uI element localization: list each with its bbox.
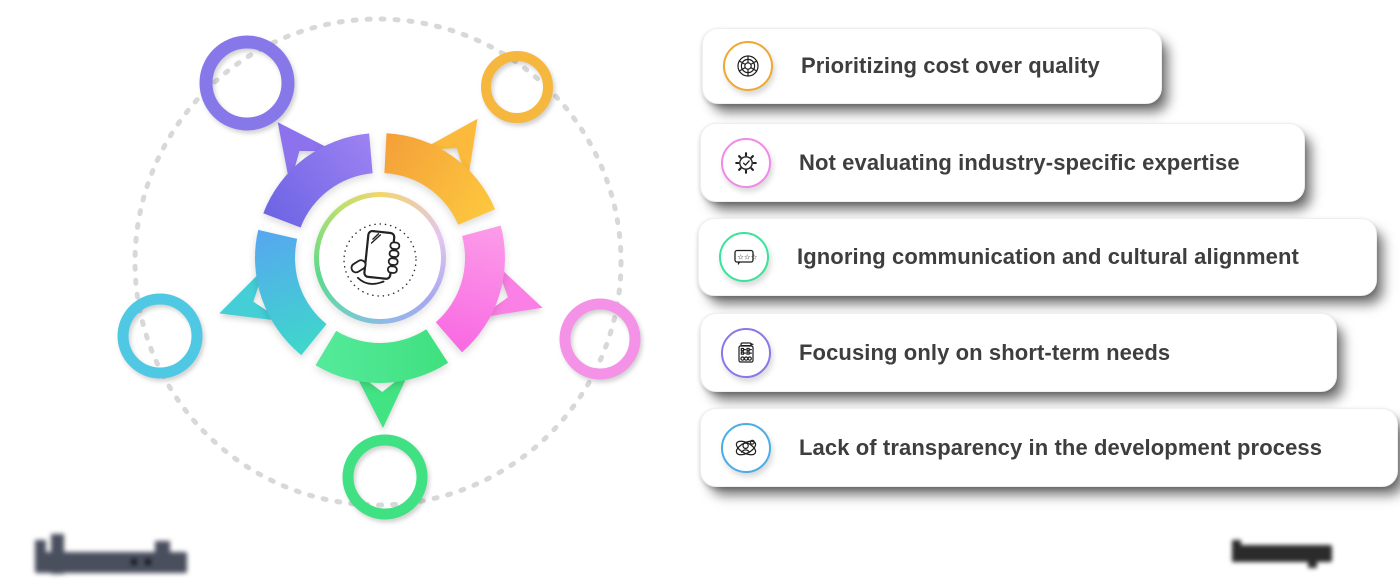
- cycle-diagram-svg: [117, 16, 641, 520]
- card-label: Prioritizing cost over quality: [801, 53, 1100, 78]
- mistake-card-4: Focusing only on short-term needs: [700, 313, 1337, 392]
- person-orbit-icon: [721, 422, 771, 473]
- gear-check-icon: [721, 137, 771, 188]
- diagram-center-circle: [319, 197, 441, 319]
- arrow-bottom: [353, 370, 410, 428]
- segment-bottom: [315, 329, 449, 384]
- satellite-ring-yellow: [481, 51, 553, 123]
- mistake-card-2: Not evaluating industry-specific experti…: [700, 123, 1305, 202]
- card-label: Ignoring communication and cultural alig…: [797, 244, 1299, 269]
- mistake-card-1: Prioritizing cost over quality: [702, 28, 1162, 104]
- card-label: Focusing only on short-term needs: [799, 339, 1171, 365]
- satellite-ring-pink: [559, 298, 641, 380]
- arrow-right: [479, 264, 543, 318]
- card-label: Not evaluating industry-specific experti…: [799, 149, 1240, 175]
- mistake-card-5: Lack of transparency in the development …: [700, 408, 1398, 487]
- mistake-card-3: ☆☆☆ Ignoring communication and cultural …: [698, 218, 1377, 296]
- segment-top-right: [384, 133, 496, 225]
- cost-wheel-icon: [723, 41, 773, 91]
- satellite-ring-purple: [199, 35, 295, 131]
- chat-stars-icon: ☆☆☆: [719, 232, 769, 282]
- clipboard-checklist-icon: [721, 327, 771, 378]
- hand-holding-phone-icon: [343, 223, 417, 297]
- blurred-text: [1232, 540, 1334, 570]
- diagram-center-badge: [314, 192, 446, 324]
- cycle-segments: [255, 133, 505, 384]
- segment-right: [435, 225, 505, 353]
- arrow-left: [219, 268, 283, 322]
- svg-text:☆☆☆: ☆☆☆: [737, 253, 757, 262]
- satellite-ring-green: [342, 434, 428, 520]
- outer-dashed-ring: [132, 16, 624, 508]
- blurred-logo: [35, 534, 190, 576]
- satellite-ring-cyan: [117, 293, 203, 379]
- card-label: Lack of transparency in the development …: [799, 434, 1323, 460]
- cycle-diagram: [100, 0, 660, 560]
- segment-left: [255, 229, 327, 356]
- segment-top-left: [263, 133, 373, 228]
